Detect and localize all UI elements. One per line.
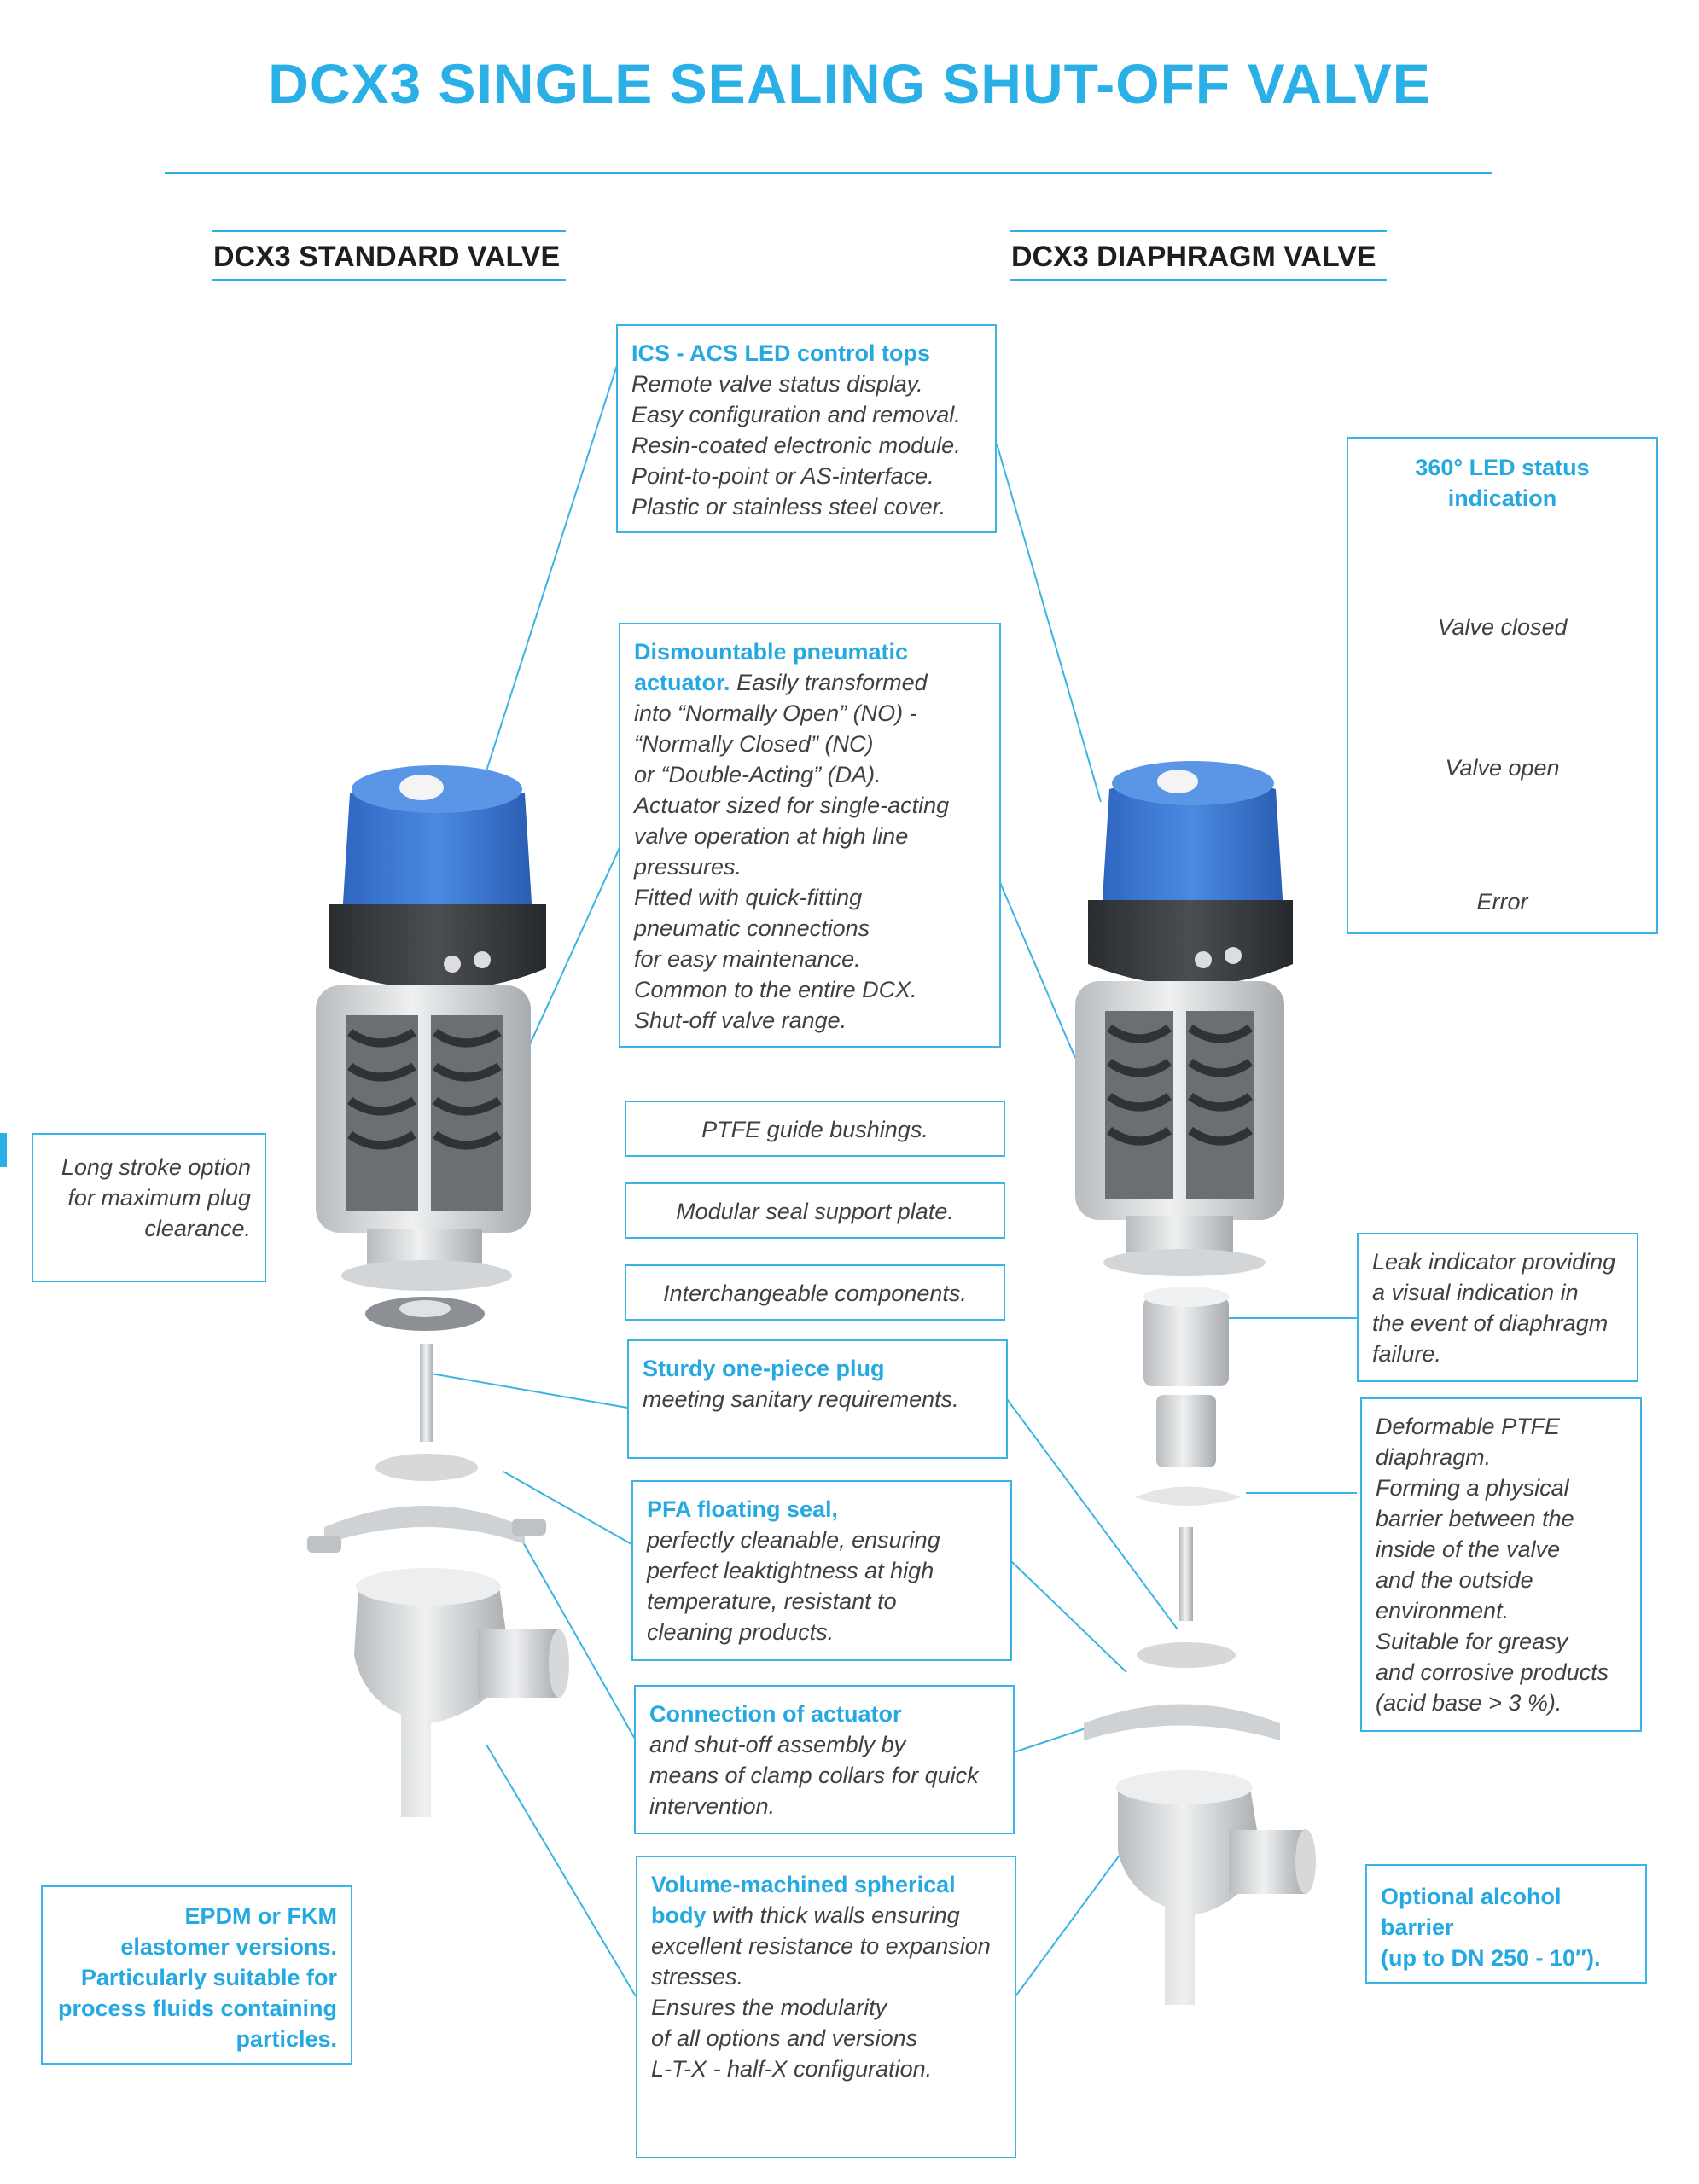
interchangeable-components-callout: Interchangeable components. (625, 1264, 1005, 1321)
callout-heading: Sturdy one-piece plug (643, 1356, 885, 1381)
callout-line: for easy maintenance. (634, 946, 861, 972)
callout-line: cleaning products. (647, 1619, 835, 1645)
callout-line: barrier between the (1376, 1506, 1574, 1531)
standard-valve-drawing (307, 765, 569, 1817)
title-divider (165, 172, 1492, 174)
callout-line: Point-to-point or AS-interface. (631, 463, 934, 489)
led-status-panel: 360° LED status indication Valve closed … (1347, 437, 1658, 934)
callout-heading: Connection of actuator (649, 1701, 902, 1727)
callout-line: meeting sanitary requirements. (643, 1386, 959, 1412)
callout-line: excellent resistance to expansion (651, 1933, 991, 1959)
callout-line: intervention. (649, 1793, 776, 1819)
callout-heading: Optional alcohol barrier (1381, 1884, 1562, 1940)
callout-line: failure. (1372, 1341, 1442, 1367)
callout-line: Easy configuration and removal. (631, 402, 961, 427)
callout-heading: indication (1447, 485, 1557, 511)
callout-line: “Normally Closed” (NC) (634, 731, 874, 757)
pfa-floating-seal-callout: PFA floating seal, perfectly cleanable, … (631, 1480, 1012, 1661)
callout-line: pressures. (634, 854, 742, 880)
diaphragm-valve-drawing (1075, 761, 1316, 2005)
callout-line: Leak indicator providing (1372, 1249, 1616, 1275)
page-title: DCX3 SINGLE SEALING SHUT-OFF VALVE (268, 52, 1431, 115)
callout-line: environment. (1376, 1598, 1510, 1623)
ptfe-bushings-callout: PTFE guide bushings. (625, 1101, 1005, 1157)
callout-heading: ICS - ACS LED control tops (631, 340, 930, 366)
callout-line: Interchangeable components. (663, 1281, 967, 1306)
callout-line: Forming a physical (1376, 1475, 1569, 1501)
callout-line: Resin-coated electronic module. (631, 433, 961, 458)
callout-heading: PFA floating seal, (647, 1496, 839, 1522)
callout-line: (acid base > 3 %). (1376, 1690, 1562, 1716)
callout-line: pneumatic connections (634, 915, 870, 941)
callout-line: and corrosive products (1376, 1659, 1609, 1685)
callout-line: diaphragm. (1376, 1444, 1492, 1470)
callout-line: Long stroke option (61, 1154, 251, 1180)
diaphragm-valve-heading: DCX3 DIAPHRAGM VALVE (1011, 241, 1376, 273)
callout-line: the event of diaphragm (1372, 1310, 1609, 1336)
callout-line: stresses. (651, 1964, 744, 1989)
callout-heading: actuator. (634, 670, 730, 695)
callout-heading: elastomer versions. (120, 1934, 337, 1960)
callout-heading: Dismountable pneumatic (634, 639, 909, 665)
epdm-fkm-callout: EPDM or FKM elastomer versions. Particul… (41, 1885, 352, 2065)
callout-line: Common to the entire DCX. (634, 977, 917, 1002)
callout-line: Deformable PTFE (1376, 1414, 1561, 1439)
valve-closed-label: Valve closed (1437, 614, 1568, 640)
callout-heading: (up to DN 250 - 10″). (1381, 1945, 1601, 1971)
callout-line: perfectly cleanable, ensuring (647, 1527, 940, 1553)
ptfe-diaphragm-callout: Deformable PTFE diaphragm. Forming a phy… (1360, 1397, 1642, 1732)
callout-line: inside of the valve (1376, 1536, 1561, 1562)
callout-line: Remote valve status display. (631, 371, 923, 397)
left-heading-rule-bottom (212, 279, 566, 281)
page-edge-marker (0, 1133, 7, 1167)
alcohol-barrier-callout: Optional alcohol barrier (up to DN 250 -… (1365, 1864, 1647, 1984)
callout-heading: Particularly suitable for (80, 1965, 337, 1990)
callout-heading: process fluids containing (57, 1995, 337, 2021)
callout-heading: particles. (236, 2026, 337, 2052)
callout-line: with thick walls ensuring (713, 1902, 960, 1928)
valve-open-label: Valve open (1445, 755, 1560, 781)
error-label: Error (1476, 889, 1528, 915)
callout-line: Ensures the modularity (651, 1995, 887, 2020)
callout-line: L-T-X - half-X configuration. (651, 2056, 933, 2082)
seal-support-plate-callout: Modular seal support plate. (625, 1182, 1005, 1239)
callout-connector-lines (430, 362, 1357, 1997)
callout-line: a visual indication in (1372, 1280, 1579, 1305)
callout-line: temperature, resistant to (647, 1589, 897, 1614)
ics-control-tops-callout: ICS - ACS LED control tops Remote valve … (616, 324, 997, 533)
callout-line: Modular seal support plate. (676, 1199, 954, 1224)
callout-heading: EPDM or FKM (184, 1903, 338, 1929)
long-stroke-callout: Long stroke option for maximum plug clea… (32, 1133, 266, 1282)
left-heading-rule-top (212, 230, 566, 232)
callout-line: Suitable for greasy (1376, 1629, 1568, 1654)
callout-line: of all options and versions (651, 2025, 918, 2051)
callout-line: Plastic or stainless steel cover. (631, 494, 946, 520)
clamp-connection-callout: Connection of actuator and shut-off asse… (634, 1685, 1015, 1834)
spherical-body-callout: Volume-machined spherical body with thic… (636, 1856, 1016, 2158)
right-heading-rule-top (1010, 230, 1387, 232)
callout-line: and the outside (1376, 1567, 1533, 1593)
leak-indicator-callout: Leak indicator providing a visual indica… (1357, 1233, 1638, 1382)
callout-line: clearance. (144, 1216, 251, 1241)
callout-line: or “Double-Acting” (DA). (634, 762, 882, 787)
callout-line: Easily transformed (736, 670, 928, 695)
one-piece-plug-callout: Sturdy one-piece plug meeting sanitary r… (627, 1339, 1008, 1459)
pneumatic-actuator-callout: Dismountable pneumatic actuator. Easily … (619, 623, 1001, 1048)
right-heading-rule-bottom (1010, 279, 1387, 281)
callout-line: Fitted with quick-fitting (634, 885, 863, 910)
callout-line: into “Normally Open” (NO) - (634, 700, 917, 726)
callout-line: valve operation at high line (634, 823, 909, 849)
callout-line: Shut-off valve range. (634, 1008, 847, 1033)
standard-valve-heading: DCX3 STANDARD VALVE (213, 241, 561, 273)
callout-line: means of clamp collars for quick (649, 1763, 979, 1788)
callout-heading: Volume-machined spherical (651, 1872, 956, 1897)
callout-line: Actuator sized for single-acting (634, 793, 950, 818)
callout-heading: 360° LED status (1415, 455, 1590, 480)
callout-line: and shut-off assembly by (649, 1732, 906, 1757)
callout-line: perfect leaktightness at high (647, 1558, 934, 1583)
callout-heading: body (651, 1902, 707, 1928)
callout-line: for maximum plug (67, 1185, 251, 1211)
callout-line: PTFE guide bushings. (701, 1117, 928, 1142)
